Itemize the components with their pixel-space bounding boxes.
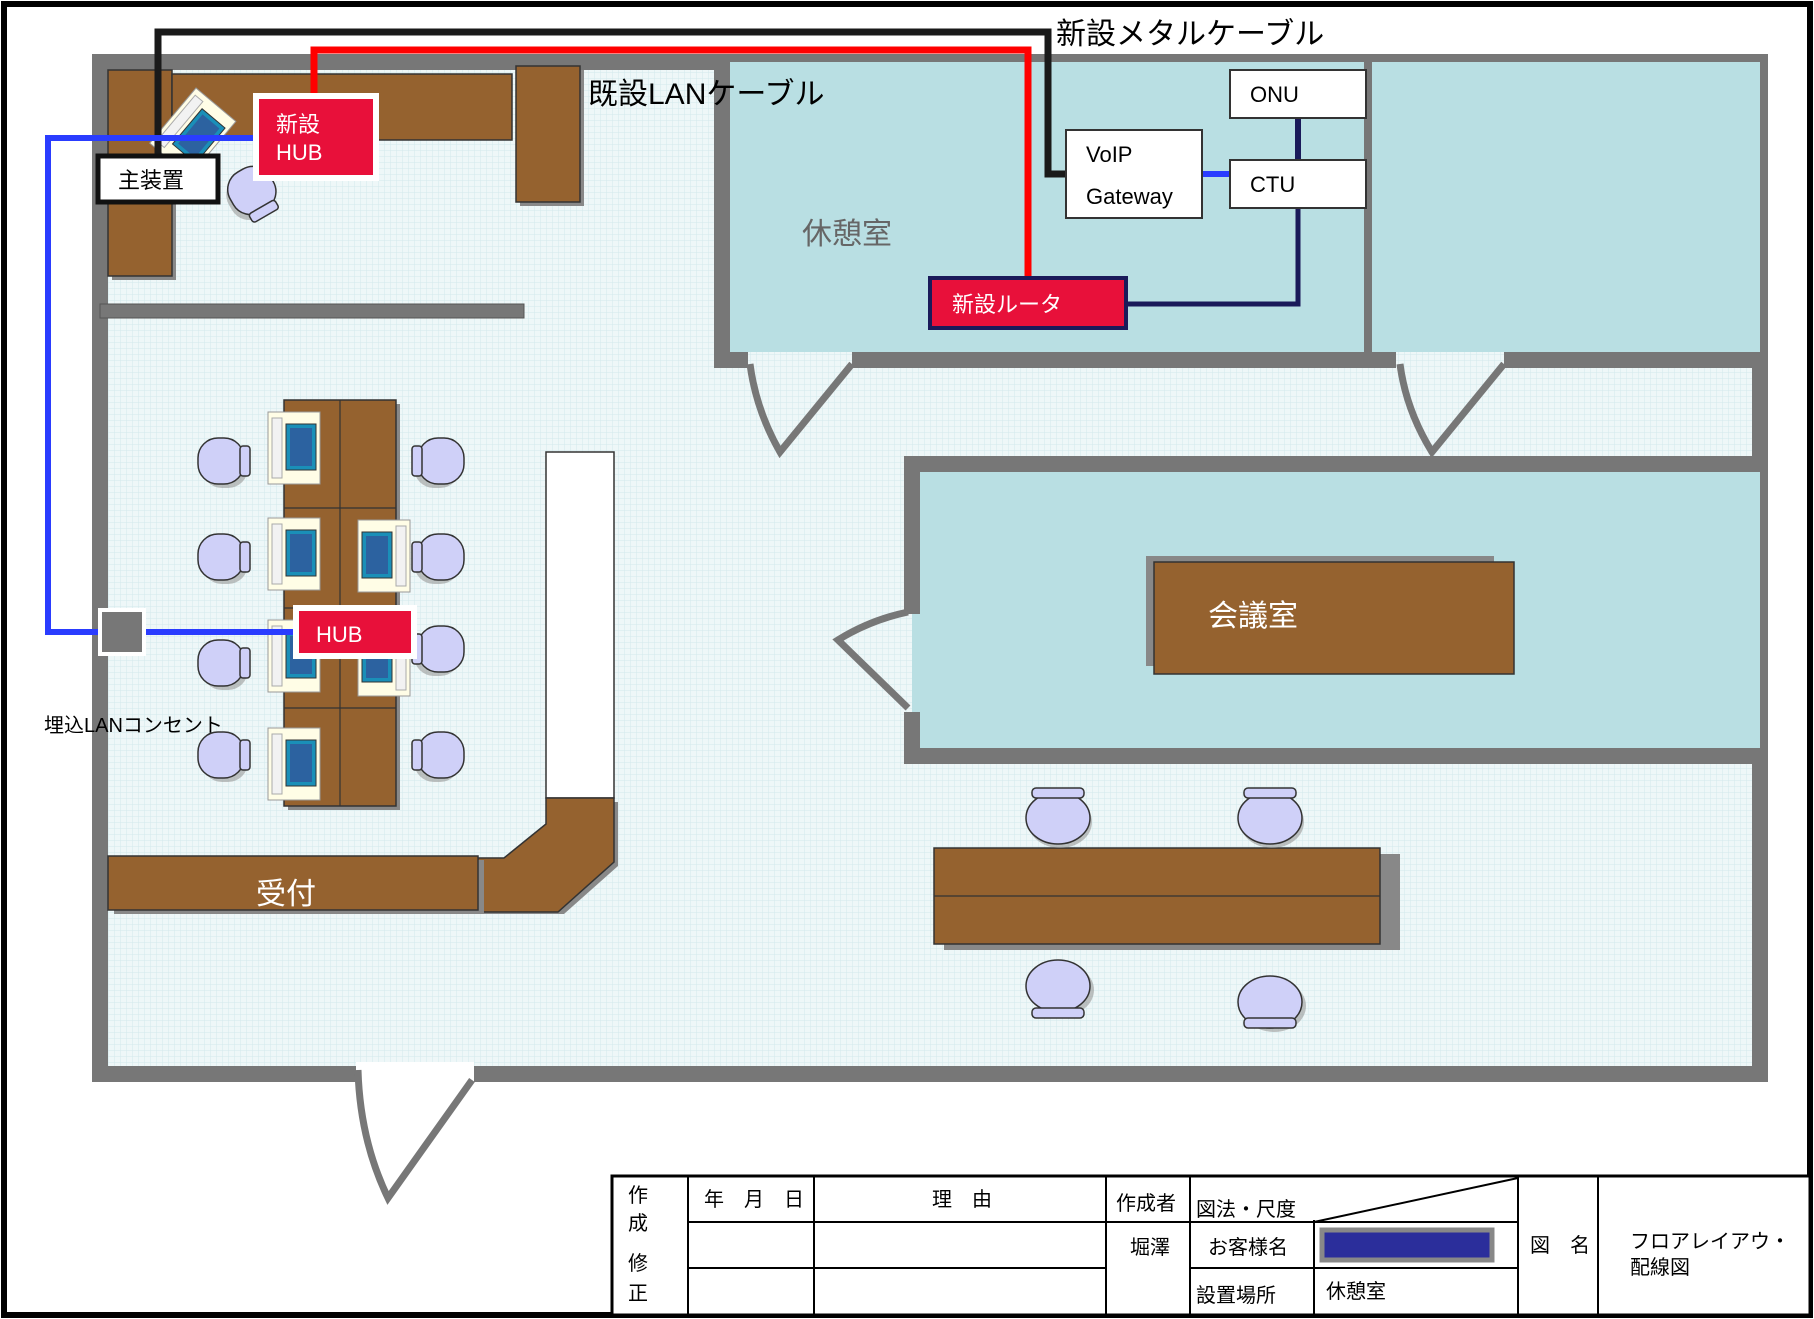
label-reception: 受付 xyxy=(256,878,316,911)
white-cabinet xyxy=(545,451,615,799)
meeting-table xyxy=(1153,561,1515,675)
monitor-5 xyxy=(357,519,411,593)
lan-outlet-box xyxy=(98,608,146,656)
tb-reason-header: 理 由 xyxy=(932,1188,992,1211)
reception-corner xyxy=(477,797,615,913)
chair-l4 xyxy=(197,731,251,783)
label-lounge: 休憩室 xyxy=(802,218,892,251)
new-hub-box xyxy=(253,93,379,181)
chair-r2 xyxy=(411,533,465,585)
blue-lan-cable-left xyxy=(45,135,256,635)
chair-r4 xyxy=(411,731,465,783)
tb-location-value: 休憩室 xyxy=(1326,1280,1386,1303)
side-room xyxy=(1372,62,1760,352)
label-gateway: Gateway xyxy=(1086,184,1173,209)
new-metal-cable xyxy=(154,28,1066,178)
chair-b2 xyxy=(1237,975,1306,1032)
chair-b1 xyxy=(1025,959,1094,1019)
new-router-box xyxy=(928,276,1128,330)
tb-sei2: 正 xyxy=(628,1283,648,1305)
tb-customer-label: お客様名 xyxy=(1208,1236,1288,1259)
chair-t1 xyxy=(1025,787,1092,848)
label-meeting-room: 会議室 xyxy=(1208,600,1298,633)
tb-author-header: 作成者 xyxy=(1116,1192,1176,1215)
monitor-2 xyxy=(267,517,321,591)
tb-drawing-name-1: フロアレイアウ・ xyxy=(1630,1231,1790,1253)
tb-scale-label: 図法・尺度 xyxy=(1196,1198,1296,1221)
label-existing-lan-cable: 既設LANケーブル xyxy=(588,78,825,111)
label-voip: VoIP xyxy=(1086,142,1132,167)
tb-drawing-name-2: 配線図 xyxy=(1630,1256,1690,1279)
label-new-hub-2: HUB xyxy=(276,140,322,165)
customer-name-bar xyxy=(1319,1227,1495,1263)
existing-lan-cable xyxy=(310,46,1032,282)
label-lan-outlet: 埋込LANコンセント xyxy=(44,714,223,737)
meeting-room-door xyxy=(832,608,911,711)
main-unit-box xyxy=(95,153,221,205)
chair-l1 xyxy=(197,437,251,489)
tb-saku: 作 xyxy=(628,1184,648,1207)
chair-t2 xyxy=(1237,787,1304,848)
label-ctu: CTU xyxy=(1250,172,1295,197)
tb-drawing-label: 図 名 xyxy=(1530,1234,1590,1257)
chair-l3 xyxy=(197,639,251,691)
label-new-metal-cable: 新設メタルケーブル xyxy=(1056,18,1324,51)
lounge-door xyxy=(746,361,855,459)
cabinet xyxy=(515,65,581,203)
chair-r1 xyxy=(411,437,465,489)
chair-r3 xyxy=(411,625,465,677)
label-hub: HUB xyxy=(316,622,362,647)
label-new-hub-1: 新設 xyxy=(276,112,320,137)
ctu-box xyxy=(1229,159,1367,209)
entrance-door xyxy=(354,1069,475,1205)
label-onu: ONU xyxy=(1250,82,1299,107)
ctu-router-cable xyxy=(1124,204,1301,307)
chair-l2 xyxy=(197,533,251,585)
side-room-door xyxy=(1396,361,1507,459)
tb-shu: 修 xyxy=(628,1252,648,1275)
tb-sei: 成 xyxy=(628,1212,648,1235)
monitor-1 xyxy=(267,411,321,485)
partition-wall xyxy=(99,303,525,319)
onu-box xyxy=(1229,69,1367,119)
label-main-unit: 主装置 xyxy=(118,168,184,193)
title-block xyxy=(610,1174,1812,1317)
tb-location-label: 設置場所 xyxy=(1196,1284,1276,1307)
entrance-gap xyxy=(356,1062,474,1086)
hub-box xyxy=(293,605,417,659)
meeting-room-walls xyxy=(904,456,1760,764)
reception-counter xyxy=(107,855,479,911)
label-new-router: 新設ルータ xyxy=(952,292,1062,317)
tb-author-name: 堀澤 xyxy=(1130,1236,1170,1259)
monitor-4 xyxy=(267,727,321,801)
voip-gateway-box xyxy=(1065,129,1203,219)
tb-date-header: 年 月 日 xyxy=(704,1188,804,1211)
